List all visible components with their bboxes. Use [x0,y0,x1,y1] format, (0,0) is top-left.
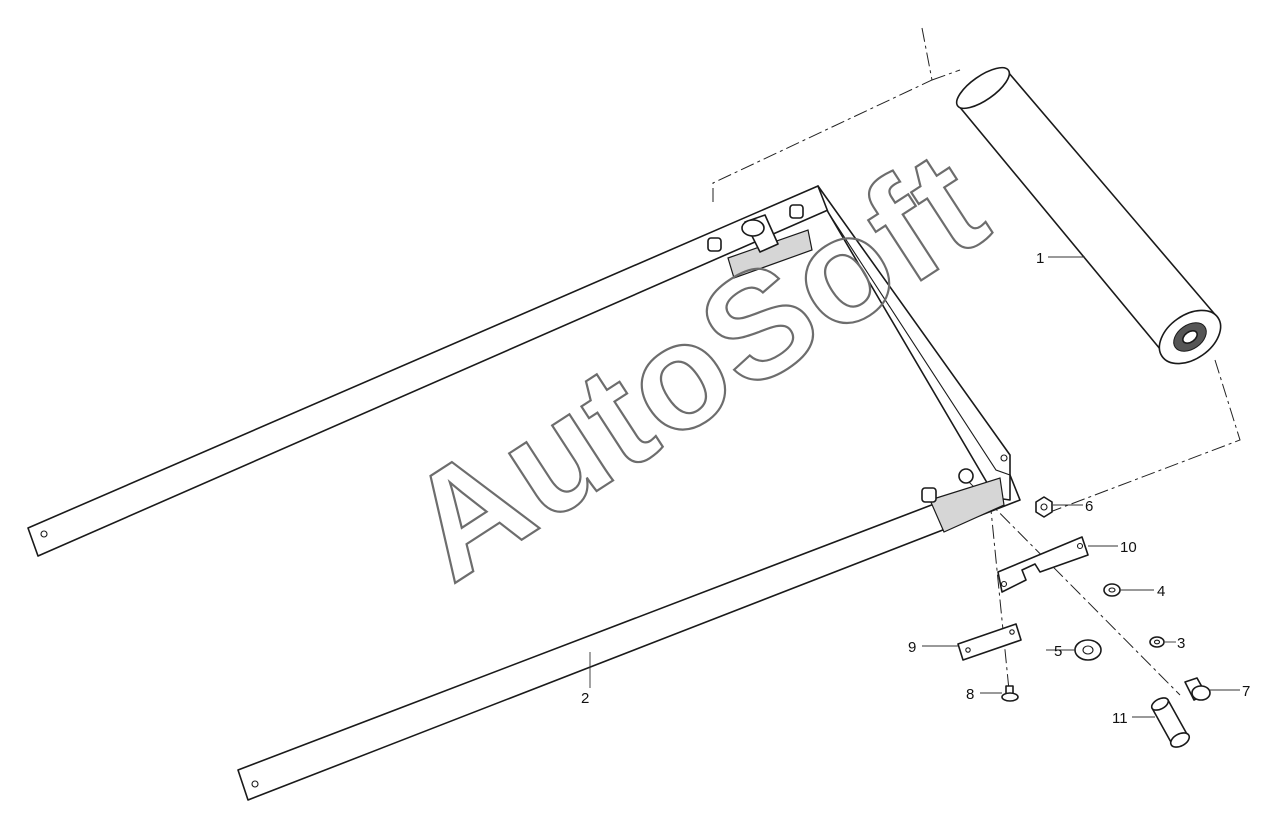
callout-4: 4 [1157,583,1165,600]
frame-cross-inner-edge [827,211,1011,476]
frame-upper-nut-1 [789,204,804,219]
washer-5-bore [1082,645,1094,655]
washer-4-bore [1108,587,1116,593]
frame-upper-bracket [727,229,813,279]
washer-part-5 [1074,639,1102,661]
frame-part-2 [27,185,1021,801]
callout-3: 3 [1177,635,1185,652]
roller-bore [1182,330,1198,344]
callout-8: 8 [966,686,974,703]
pin-11-end [1150,697,1170,711]
callout-10: 10 [1120,539,1137,556]
callout-leaders [589,256,1240,718]
frame-upper-nut-2 [707,237,722,252]
callout-6: 6 [1085,498,1093,515]
lock-washer-part-3 [1149,636,1165,648]
bar-9-hole-2 [1009,629,1015,635]
nut-6-bore [1040,503,1048,511]
callout-7: 7 [1242,683,1250,700]
screw-8-head [1001,692,1019,702]
callout-labels: 1 2 3 4 5 6 7 8 9 10 11 [581,250,1250,727]
bolt-7-head [1191,685,1211,701]
roller-part-1 [955,66,1222,365]
plate-10-hole-left [1000,580,1008,588]
frame-lower-nut [921,487,937,503]
frame-lower-bracket [929,477,1005,533]
callout-1: 1 [1036,250,1044,267]
callout-9: 9 [908,639,916,656]
callout-5: 5 [1054,643,1062,660]
bar-9-hole-1 [965,647,971,653]
bar-part-9 [957,623,1022,661]
plate-10-body [997,536,1089,593]
bolt-part-7 [1184,677,1211,701]
roller-far-end [955,66,1011,110]
frame-corner-hole [1000,454,1008,462]
plate-10-hole-right [1076,542,1084,550]
roller-body [957,71,1219,356]
phantom-line-roller-upper [712,27,933,202]
phantom-line-roller-lower [1049,359,1241,513]
phantom-line-roller-to-frame [931,69,961,81]
pin-part-11 [1150,697,1191,748]
bar-9-body [957,623,1022,661]
lock-washer-3-bore [1153,639,1161,645]
phantom-line-bolt-axis [964,477,1181,696]
frame-upper-hole [40,530,48,538]
washer-part-4 [1103,583,1121,597]
frame-lower-hole [251,780,259,788]
pin-11-head [1169,732,1191,748]
frame-lower-arm [237,474,1021,801]
phantom-lines [712,27,1241,701]
frame-upper-pin-head [741,219,765,237]
callout-11: 11 [1112,710,1128,727]
screw-part-8 [1001,685,1019,702]
nut-6-body [1035,496,1053,518]
plate-part-10 [997,536,1089,593]
phantom-line-screw-axis [989,499,1011,701]
callout-2: 2 [581,690,589,707]
nut-part-6 [1035,496,1053,518]
frame-lower-hole-bushing [958,468,974,484]
